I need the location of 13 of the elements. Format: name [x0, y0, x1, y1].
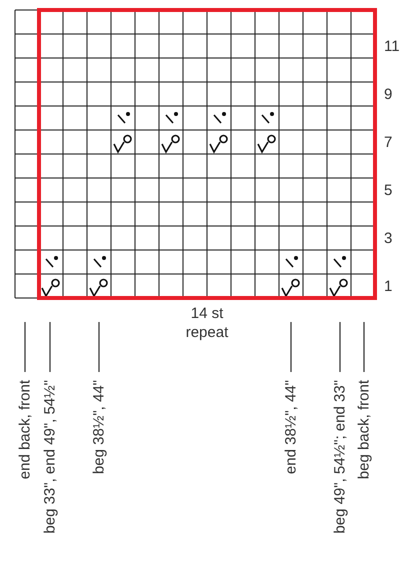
position-note: end back, front — [16, 380, 34, 480]
position-note: beg 33", end 49", 54½" — [42, 380, 58, 534]
position-note: end 38½", 44" — [282, 380, 300, 474]
repeat-note: 14 st repeat — [184, 304, 230, 342]
position-note: beg 38½", 44" — [90, 380, 108, 474]
row-number: 1 — [384, 278, 392, 294]
row-number: 7 — [384, 134, 392, 150]
row-number: 3 — [384, 230, 392, 246]
position-note: beg back, front — [356, 380, 372, 480]
row-number: 5 — [384, 182, 392, 198]
row-number: 9 — [384, 86, 392, 102]
position-note: beg 49", 54½"; end 33" — [332, 380, 348, 534]
row-number: 11 — [384, 38, 400, 54]
